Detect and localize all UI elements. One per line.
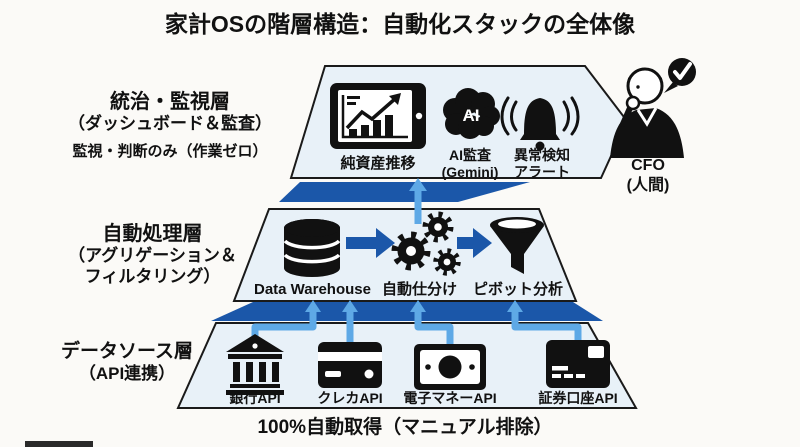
funnel-icon (490, 217, 544, 274)
bank-api-label: 銀行API (229, 390, 281, 406)
arrow-emoney-to-sorting (414, 310, 454, 344)
gears-icon (391, 211, 461, 276)
bottom-edge-artifact (25, 441, 93, 447)
processing-layer-subtitle: （アグリゲーション＆ フィルタリング） (68, 246, 237, 286)
alert-label: 異常検知 アラート (514, 147, 570, 181)
arrow-dw-to-sorting (346, 228, 395, 258)
dw-label: Data Warehouse (254, 281, 371, 298)
governance-layer-subtitle: （ダッシュボード＆監査） (68, 114, 272, 133)
upflow-arrowheads (305, 178, 523, 312)
depth-band-lower (211, 302, 603, 321)
alert-bell-icon (500, 96, 580, 151)
check-bubble-icon (664, 58, 696, 93)
securities-api-label: 証券口座API (538, 390, 618, 406)
ai-audit-label: AI監査 (Gemini) (441, 147, 499, 181)
database-icon (283, 219, 341, 277)
depth-band-upper (279, 182, 530, 202)
processing-layer-name: 自動処理層 (102, 223, 203, 245)
bank-icon (226, 334, 284, 395)
securities-card-icon (546, 340, 610, 388)
sources-layer-name: データソース層 (60, 341, 194, 362)
ai-brain-text: AI (463, 106, 480, 125)
credit-card-icon (318, 342, 382, 388)
emoney-api-label: 電子マネーAPI (403, 390, 497, 406)
arrow-securities-to-pivot (511, 310, 582, 344)
cfo-label: CFO (人間) (626, 157, 670, 194)
sources-layer-shape (176, 322, 638, 409)
diagram-title: 家計OSの階層構造：自動化スタックの全体像 (164, 11, 636, 37)
governance-layer-note: 監視・判断のみ（作業ゼロ） (72, 143, 268, 160)
bottom-caption: 100%自動取得（マニュアル排除） (257, 417, 553, 438)
cfo-person-icon (610, 67, 684, 158)
tablet-chart-icon (330, 83, 426, 149)
sorting-label: 自動仕分け (381, 281, 457, 298)
networth-label: 純資産推移 (340, 155, 416, 172)
governance-layer-name: 統治・監視層 (110, 91, 230, 113)
ai-brain-icon: AI (443, 88, 500, 139)
banknote-icon (414, 344, 486, 390)
pivot-label: ピボット分析 (472, 281, 563, 298)
card-api-label: クレカAPI (317, 390, 383, 406)
arrow-sorting-to-pivot (457, 228, 492, 258)
sources-layer-subtitle: （API連携） (78, 364, 176, 383)
